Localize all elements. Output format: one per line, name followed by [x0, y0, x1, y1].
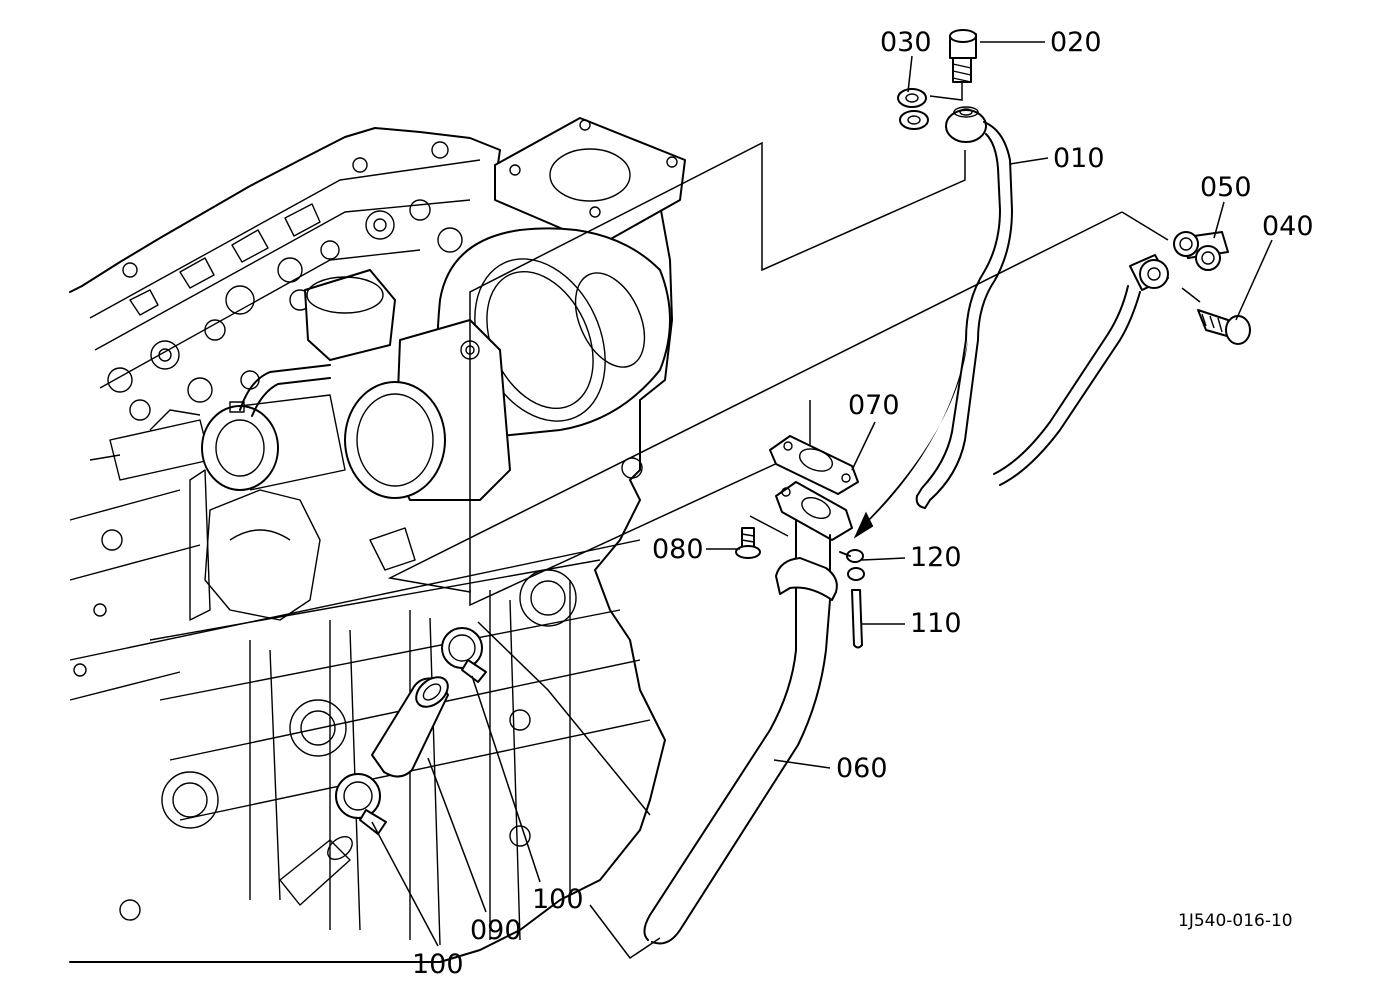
callout-leaders	[371, 41, 1273, 947]
label-050: 050	[1200, 172, 1252, 203]
assembly-lines	[387, 70, 1201, 960]
oil-return-pipe	[993, 254, 1169, 486]
part-060-return-pipe	[643, 481, 853, 945]
label-040: 040	[1262, 211, 1314, 242]
label-070: 070	[848, 390, 900, 421]
label-110: 110	[910, 608, 962, 639]
label-020: 020	[1050, 27, 1102, 58]
part-030-gaskets	[897, 88, 929, 130]
label-100-left: 100	[412, 949, 464, 980]
part-120-clip	[839, 549, 865, 581]
part-040-banjo-bolt	[1197, 309, 1251, 345]
part-110-pin	[851, 589, 863, 649]
part-080-bolt	[735, 527, 761, 559]
part-010-oil-pipe	[853, 106, 1013, 539]
part-100-clamp-lower	[335, 773, 387, 835]
label-010: 010	[1053, 143, 1105, 174]
label-090: 090	[470, 915, 522, 946]
turbocharger	[201, 117, 686, 501]
label-060: 060	[836, 753, 888, 784]
part-070-gasket	[769, 435, 859, 495]
part-050-gaskets	[1173, 231, 1229, 271]
label-080: 080	[652, 534, 704, 565]
callout-labels: 020 030 010 050 040 070 080 120 110 060 …	[412, 27, 1314, 980]
drawing-reference-number: 1J540-016-10	[1178, 911, 1293, 931]
label-120: 120	[910, 542, 962, 573]
part-090-hose	[371, 676, 449, 778]
part-100-clamp-upper	[441, 627, 487, 683]
part-020-banjo-bolt	[949, 29, 977, 83]
label-100-right: 100	[532, 884, 584, 915]
label-030: 030	[880, 27, 932, 58]
